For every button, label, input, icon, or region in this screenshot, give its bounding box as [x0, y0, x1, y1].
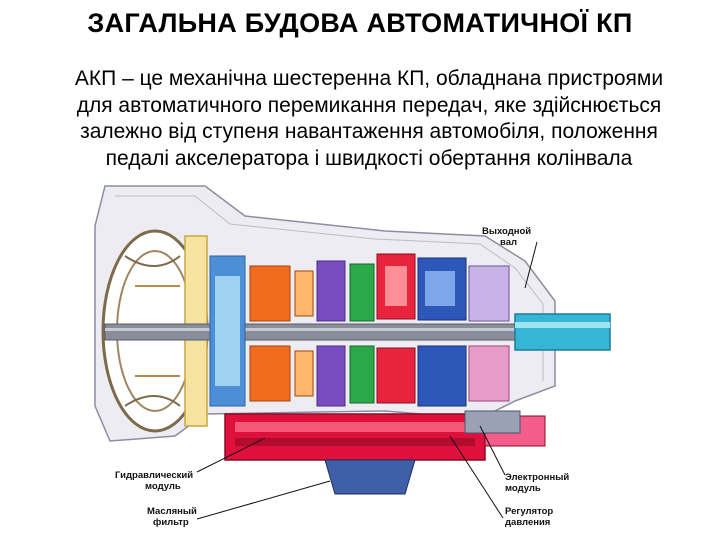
label-text: Электронный — [505, 472, 570, 483]
planetary-set-green — [349, 263, 375, 404]
description-line: АКП – це механічна шестеренна КП, обладн… — [74, 67, 664, 90]
label-text: давления — [505, 517, 551, 528]
planetary-set-blue — [417, 257, 467, 407]
main-shaft — [104, 323, 526, 341]
label-text: модуль — [505, 483, 541, 494]
label-text: модуль — [145, 481, 181, 492]
page-title: ЗАГАЛЬНА БУДОВА АВТОМАТИЧНОЇ КП — [87, 8, 633, 38]
description: АКП – це механічна шестеренна КП, обладн… — [24, 66, 714, 172]
label-electronic-module: Электронный модуль — [505, 472, 569, 494]
label-hydraulic-module: Гидравлический модуль — [115, 470, 193, 492]
label-text: Гидравлический — [115, 470, 194, 481]
label-text: вал — [500, 237, 518, 248]
label-pressure-regulator: Регулятор давления — [505, 506, 553, 528]
description-line: для автоматичного перемикання передач, я… — [76, 93, 662, 117]
label-oil-filter: Масляный фильтр — [147, 506, 197, 528]
description-line: залежно від ступеня навантаження автомоб… — [80, 120, 658, 143]
hydraulic-module — [224, 413, 546, 461]
description-line: педалі акселератора і швидкості обертанн… — [105, 146, 633, 170]
planetary-set-red — [376, 253, 416, 404]
label-text: Выходной — [482, 226, 532, 237]
oil-filter — [324, 459, 416, 495]
transmission-drawing — [94, 185, 611, 520]
label-output-shaft: Выходной вал — [482, 226, 531, 248]
clutch-pack-purple — [316, 260, 346, 407]
label-text: Регулятор — [505, 506, 554, 517]
clutch-pack-orange — [249, 265, 314, 402]
electronic-module — [464, 410, 521, 434]
label-text: фильтр — [153, 517, 189, 528]
output-shaft — [514, 313, 611, 351]
transmission-diagram: Выходной вал Гидравлический модуль Масля… — [85, 176, 620, 536]
label-text: Масляный — [147, 506, 197, 517]
